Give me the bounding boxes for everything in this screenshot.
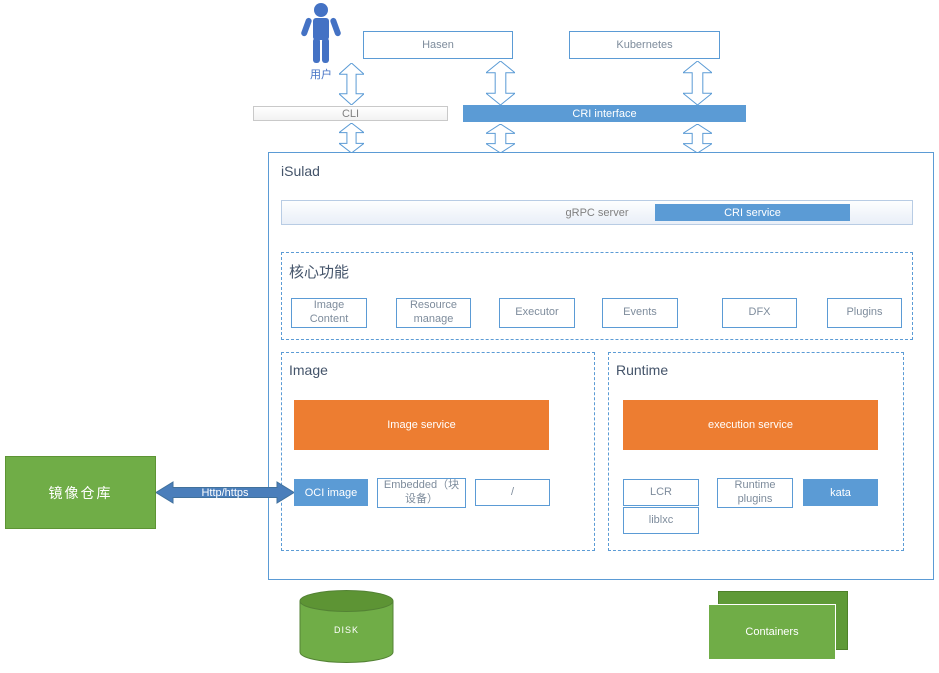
http-https-arrow: Http/https [155, 481, 295, 504]
cri-service-bar: CRI service [655, 204, 850, 221]
runtime-plugins-box: Runtime plugins [717, 478, 793, 508]
http-https-label: Http/https [201, 486, 249, 499]
arrow-cri-isulad-left [486, 124, 515, 153]
core-item-events: Events [602, 298, 678, 328]
hasen-node: Hasen [363, 31, 513, 59]
image-section-title: Image [289, 362, 328, 378]
disk-label: DISK [333, 625, 359, 635]
image-service-box: Image service [294, 400, 549, 450]
arrow-hasen-cri [486, 61, 515, 105]
oci-image-box: OCI image [294, 479, 368, 506]
containers-box: Containers [708, 604, 836, 660]
arrow-cli-isulad [339, 123, 364, 153]
core-item-resource-manage: Resource manage [396, 298, 471, 328]
slash-box: / [475, 479, 550, 506]
runtime-section-box [608, 352, 904, 551]
cri-interface-bar: CRI interface [463, 105, 746, 122]
liblxc-box: liblxc [623, 507, 699, 534]
lcr-box: LCR [623, 479, 699, 506]
embedded-box: Embedded（块设备） [377, 478, 466, 508]
kubernetes-node: Kubernetes [569, 31, 720, 59]
arrow-kubernetes-cri [683, 61, 712, 105]
core-functions-box [281, 252, 913, 340]
user-label: 用户 [310, 69, 332, 81]
isulad-title: iSulad [281, 163, 320, 179]
image-section-box [281, 352, 595, 551]
arrow-user-cli [339, 63, 364, 105]
core-functions-title: 核心功能 [289, 264, 350, 281]
core-item-image-content: Image Content [291, 298, 367, 328]
arrow-cri-isulad-right [683, 124, 712, 153]
kata-box: kata [803, 479, 878, 506]
core-item-plugins: Plugins [827, 298, 902, 328]
cli-bar: CLI [253, 106, 448, 121]
disk-cylinder: DISK [299, 589, 394, 664]
runtime-section-title: Runtime [616, 362, 669, 378]
user-icon [301, 2, 341, 64]
core-item-executor: Executor [499, 298, 575, 328]
execution-service-box: execution service [623, 400, 878, 450]
core-item-dfx: DFX [722, 298, 797, 328]
image-registry-box: 镜像仓库 [5, 456, 156, 529]
